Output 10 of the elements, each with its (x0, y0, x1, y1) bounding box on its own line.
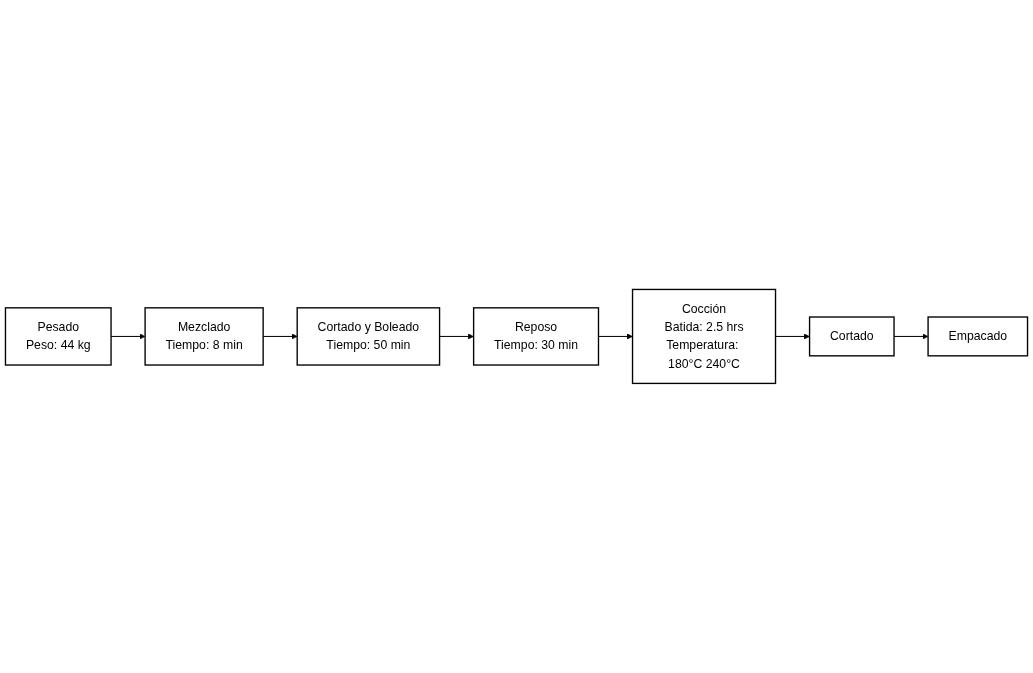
node-box: Empacado (927, 316, 1029, 357)
node-box: Mezclado Tiempo: 8 min (144, 307, 264, 366)
node-box: Pesado Peso: 44 kg (4, 307, 112, 366)
node-box: Cortado y Boleado Tiempo: 50 min (296, 307, 441, 366)
arrow (775, 333, 810, 340)
node-box: Reposo Tiempo: 30 min (472, 307, 600, 366)
node-box: Cocción Batida: 2.5 hrs Temperatura: 180°C 240°C (631, 288, 777, 385)
node-box: Cortado (808, 316, 895, 357)
arrow (439, 333, 474, 340)
arrow (598, 333, 633, 340)
